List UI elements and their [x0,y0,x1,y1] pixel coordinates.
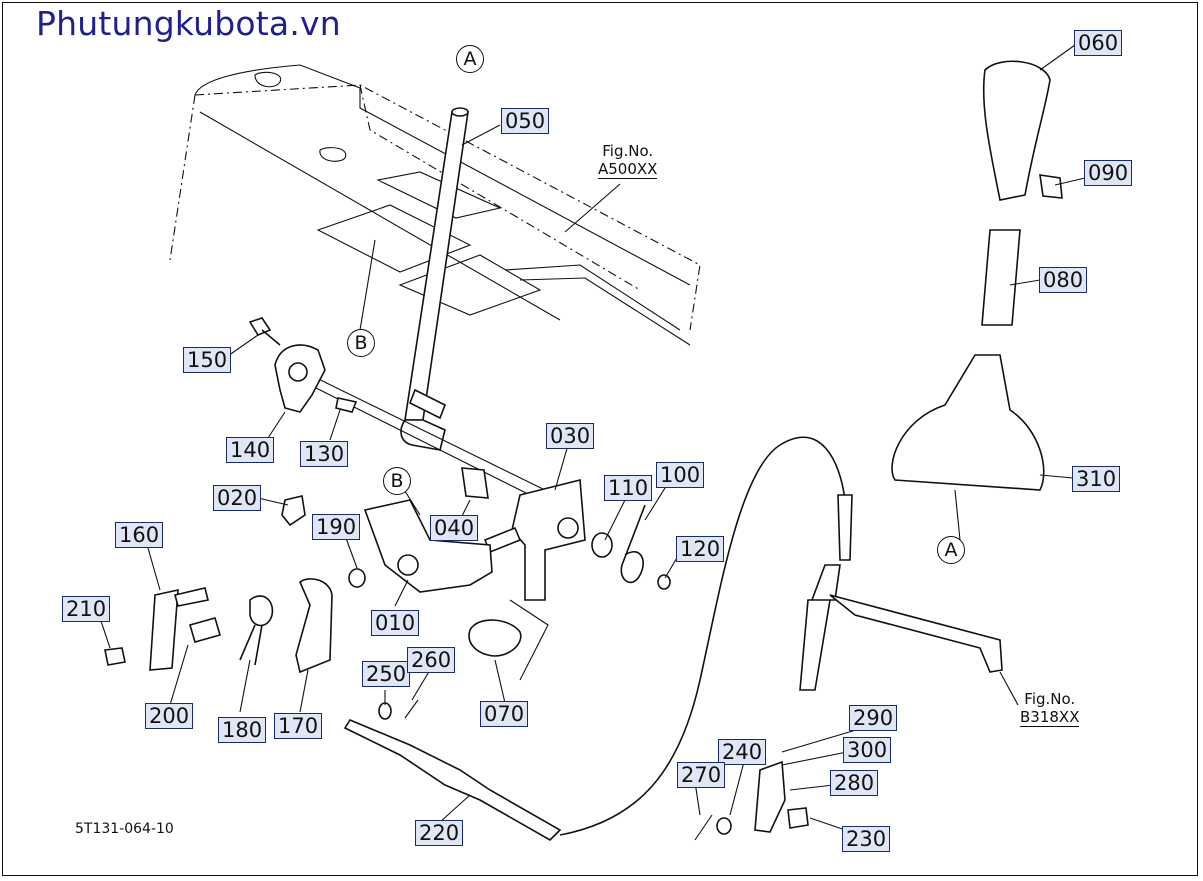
console-panel [194,64,691,321]
washer-240 [716,817,732,835]
pin-200 [174,587,221,643]
part-label-020[interactable]: 020 [213,485,262,511]
spring-180 [239,595,274,666]
part-label-040[interactable]: 040 [430,515,479,541]
bolt-150 [248,317,281,346]
washer-190 [348,568,366,588]
spring-100 [620,504,646,584]
knob-060 [982,60,1051,201]
part-label-250[interactable]: 250 [362,661,411,687]
rod-pin [408,388,447,420]
arm-boss [557,517,579,539]
part-label-110[interactable]: 110 [604,475,653,501]
bracket-hole [288,362,308,382]
bolt-230 [787,807,809,829]
part-label-140[interactable]: 140 [226,437,275,463]
part-label-150[interactable]: 150 [183,347,232,373]
arm-030 [511,478,586,601]
pin-270 [694,814,713,841]
spring-pin-130 [335,397,358,413]
collar-040 [461,467,489,499]
cable-upper-end [799,494,853,691]
plate-160 [149,588,179,671]
ref-marker-b-bracket: B [383,467,411,495]
part-label-130[interactable]: 130 [300,441,349,467]
console-dashed-edge [169,84,701,331]
lever-170 [295,578,333,674]
washer-110 [591,532,613,558]
part-label-260[interactable]: 260 [407,647,456,673]
figure-ref-line1: Fig.No. [602,142,654,160]
part-label-180[interactable]: 180 [218,717,267,743]
bolt-210 [104,647,126,666]
bracket-b318 [829,594,1003,673]
washer-250 [378,702,392,720]
part-label-010[interactable]: 010 [371,610,420,636]
part-label-190[interactable]: 190 [312,514,361,540]
ref-marker-b-left: B [347,329,375,357]
figure-ref-line2: B318XX [1020,708,1080,727]
figure-ref-a500: Fig.No. A500XX [598,142,658,179]
tube-080 [981,229,1021,326]
ref-marker-a-top: A [456,45,484,73]
part-label-080[interactable]: 080 [1039,267,1088,293]
rod-end-280 [754,760,786,833]
part-label-290[interactable]: 290 [849,705,898,731]
part-label-210[interactable]: 210 [62,596,111,622]
part-label-100[interactable]: 100 [656,462,705,488]
bracket-010-boss [397,554,419,576]
ring-120 [657,574,671,590]
watermark: Phutungkubota.vn [36,4,341,43]
bolt-020 [281,495,306,527]
part-label-280[interactable]: 280 [830,770,879,796]
bracket-010 [363,499,493,593]
shift-rod-bend [400,419,446,451]
cable-end-220 [343,719,562,841]
part-label-070[interactable]: 070 [480,701,529,727]
ref-marker-a-boot: A [937,536,965,564]
part-label-120[interactable]: 120 [676,536,725,562]
console-slots [316,171,542,316]
part-label-170[interactable]: 170 [274,713,323,739]
figure-ref-line1: Fig.No. [1024,690,1076,708]
part-label-030[interactable]: 030 [546,423,595,449]
part-label-160[interactable]: 160 [115,522,164,548]
part-label-090[interactable]: 090 [1084,160,1133,186]
control-cable [559,436,846,836]
part-label-310[interactable]: 310 [1072,466,1121,492]
clamp-leader [509,599,549,681]
leader-lines [99,44,1086,836]
figure-ref-line2: A500XX [598,160,658,179]
clamp-070 [468,619,522,657]
part-label-200[interactable]: 200 [145,703,194,729]
part-label-240[interactable]: 240 [718,739,767,765]
part-label-060[interactable]: 060 [1074,30,1123,56]
bolt-090 [1039,174,1063,199]
drawing-code: 5T131-064-10 [75,821,174,837]
part-label-230[interactable]: 230 [842,826,891,852]
cotter-260 [404,699,419,719]
figure-ref-b318: Fig.No. B318XX [1020,690,1080,727]
part-label-270[interactable]: 270 [677,762,726,788]
part-label-220[interactable]: 220 [415,820,464,846]
console-frame-rail [504,264,691,346]
console-top-hole [254,71,282,88]
rod-top-end [451,107,469,117]
boot-310 [891,354,1045,491]
part-label-300[interactable]: 300 [843,737,892,763]
part-label-050[interactable]: 050 [501,108,550,134]
